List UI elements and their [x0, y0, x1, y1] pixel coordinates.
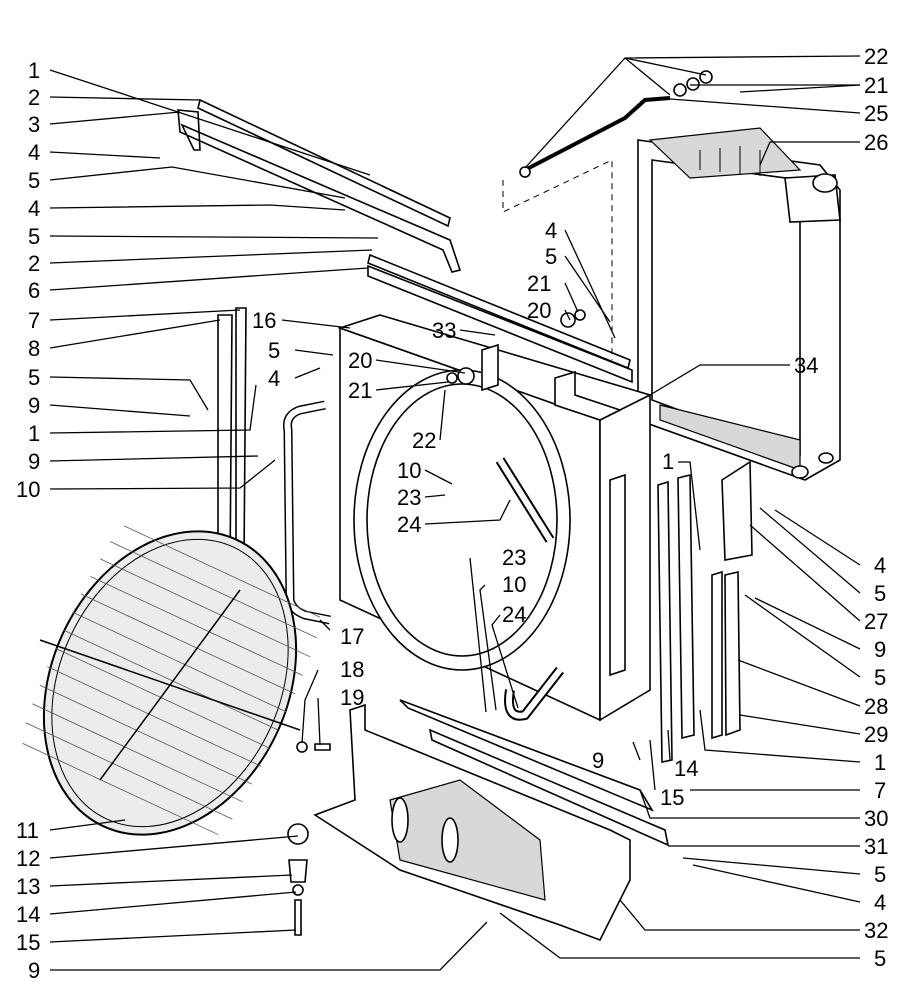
side-bars [217, 307, 753, 763]
callout-left-3: 3 [28, 112, 40, 137]
callout-right-15: 30 [864, 806, 888, 831]
upper-brackets [177, 98, 633, 384]
radiator-core [637, 127, 841, 481]
callout-left-12: 5 [28, 365, 40, 390]
callouts-left: 1 2 3 4 5 4 5 2 6 7 8 5 9 1 9 10 11 12 1… [16, 58, 40, 983]
handles [283, 400, 564, 721]
callout-inner-20: 10 [502, 572, 526, 597]
fan-guard [22, 525, 321, 836]
callout-left-13: 9 [28, 393, 40, 418]
callout-inner-22: 14 [674, 756, 698, 781]
callout-right-8: 27 [864, 609, 888, 634]
callout-right-11: 28 [864, 694, 888, 719]
callout-inner-15: 1 [662, 449, 674, 474]
callout-left-22: 9 [28, 958, 40, 983]
callout-left-18: 12 [16, 846, 40, 871]
callouts-right: 22 21 25 26 34 4 5 27 9 5 28 29 1 7 30 3… [794, 44, 888, 971]
callout-inner-3: 4 [268, 366, 280, 391]
callout-left-16: 10 [16, 477, 40, 502]
callout-right-19: 32 [864, 918, 888, 943]
callout-left-14: 1 [28, 421, 40, 446]
callout-right-20: 5 [874, 946, 886, 971]
callout-inner-14: 20 [527, 298, 551, 323]
callout-left-17: 11 [16, 818, 39, 843]
callout-left-1: 1 [28, 58, 40, 83]
callout-inner-12: 5 [545, 244, 557, 269]
callout-left-11: 8 [28, 336, 40, 361]
callout-inner-17: 18 [340, 657, 364, 682]
bottom-pan [313, 699, 670, 942]
callout-inner-7: 22 [412, 428, 436, 453]
callout-right-3: 25 [864, 101, 888, 126]
callout-inner-5: 20 [348, 348, 372, 373]
callout-inner-11: 4 [545, 218, 557, 243]
callout-inner-19: 23 [502, 545, 526, 570]
callout-right-5: 34 [794, 353, 818, 378]
callout-inner-23: 15 [660, 785, 684, 810]
callout-right-12: 29 [864, 722, 888, 747]
callout-right-16: 31 [864, 834, 888, 859]
callout-left-15: 9 [28, 449, 40, 474]
callout-inner-10: 24 [397, 512, 421, 537]
callout-right-1: 22 [864, 44, 888, 69]
callout-right-18: 4 [874, 890, 886, 915]
callout-right-6: 4 [874, 553, 886, 578]
callout-inner-13: 21 [527, 271, 551, 296]
callout-right-17: 5 [874, 862, 886, 887]
callout-right-7: 5 [874, 581, 886, 606]
callout-right-9: 9 [874, 637, 886, 662]
callout-left-2: 2 [28, 85, 40, 110]
callout-inner-1: 16 [252, 308, 276, 333]
callout-left-19: 13 [16, 874, 40, 899]
callout-left-10: 7 [28, 308, 40, 333]
callout-inner-2: 5 [268, 338, 280, 363]
callout-left-4: 4 [28, 140, 40, 165]
callout-right-10: 5 [874, 665, 886, 690]
callout-left-21: 15 [16, 930, 40, 955]
callouts-inner: 16 5 4 33 20 21 22 10 23 24 4 5 21 20 1 … [252, 218, 698, 810]
callout-left-20: 14 [16, 902, 40, 927]
callout-left-6: 4 [28, 196, 40, 221]
callout-right-4: 26 [864, 130, 888, 155]
callout-inner-18: 19 [340, 685, 364, 710]
callout-right-2: 21 [864, 73, 888, 98]
callout-inner-8: 10 [397, 458, 421, 483]
callout-inner-16: 17 [340, 624, 364, 649]
callout-inner-24: 9 [592, 748, 604, 773]
leader-lines [49, 55, 861, 971]
callout-inner-4: 33 [432, 318, 456, 343]
fan-shroud [337, 314, 653, 722]
callout-left-8: 2 [28, 251, 40, 276]
callout-right-14: 7 [874, 778, 886, 803]
callout-left-5: 5 [28, 168, 40, 193]
callout-left-7: 5 [28, 224, 40, 249]
callout-inner-21: 24 [502, 602, 526, 627]
callout-left-9: 6 [28, 278, 40, 303]
callout-right-13: 1 [874, 750, 886, 775]
parts-artwork [22, 70, 841, 942]
callout-inner-6: 21 [348, 378, 372, 403]
callout-inner-9: 23 [397, 485, 421, 510]
